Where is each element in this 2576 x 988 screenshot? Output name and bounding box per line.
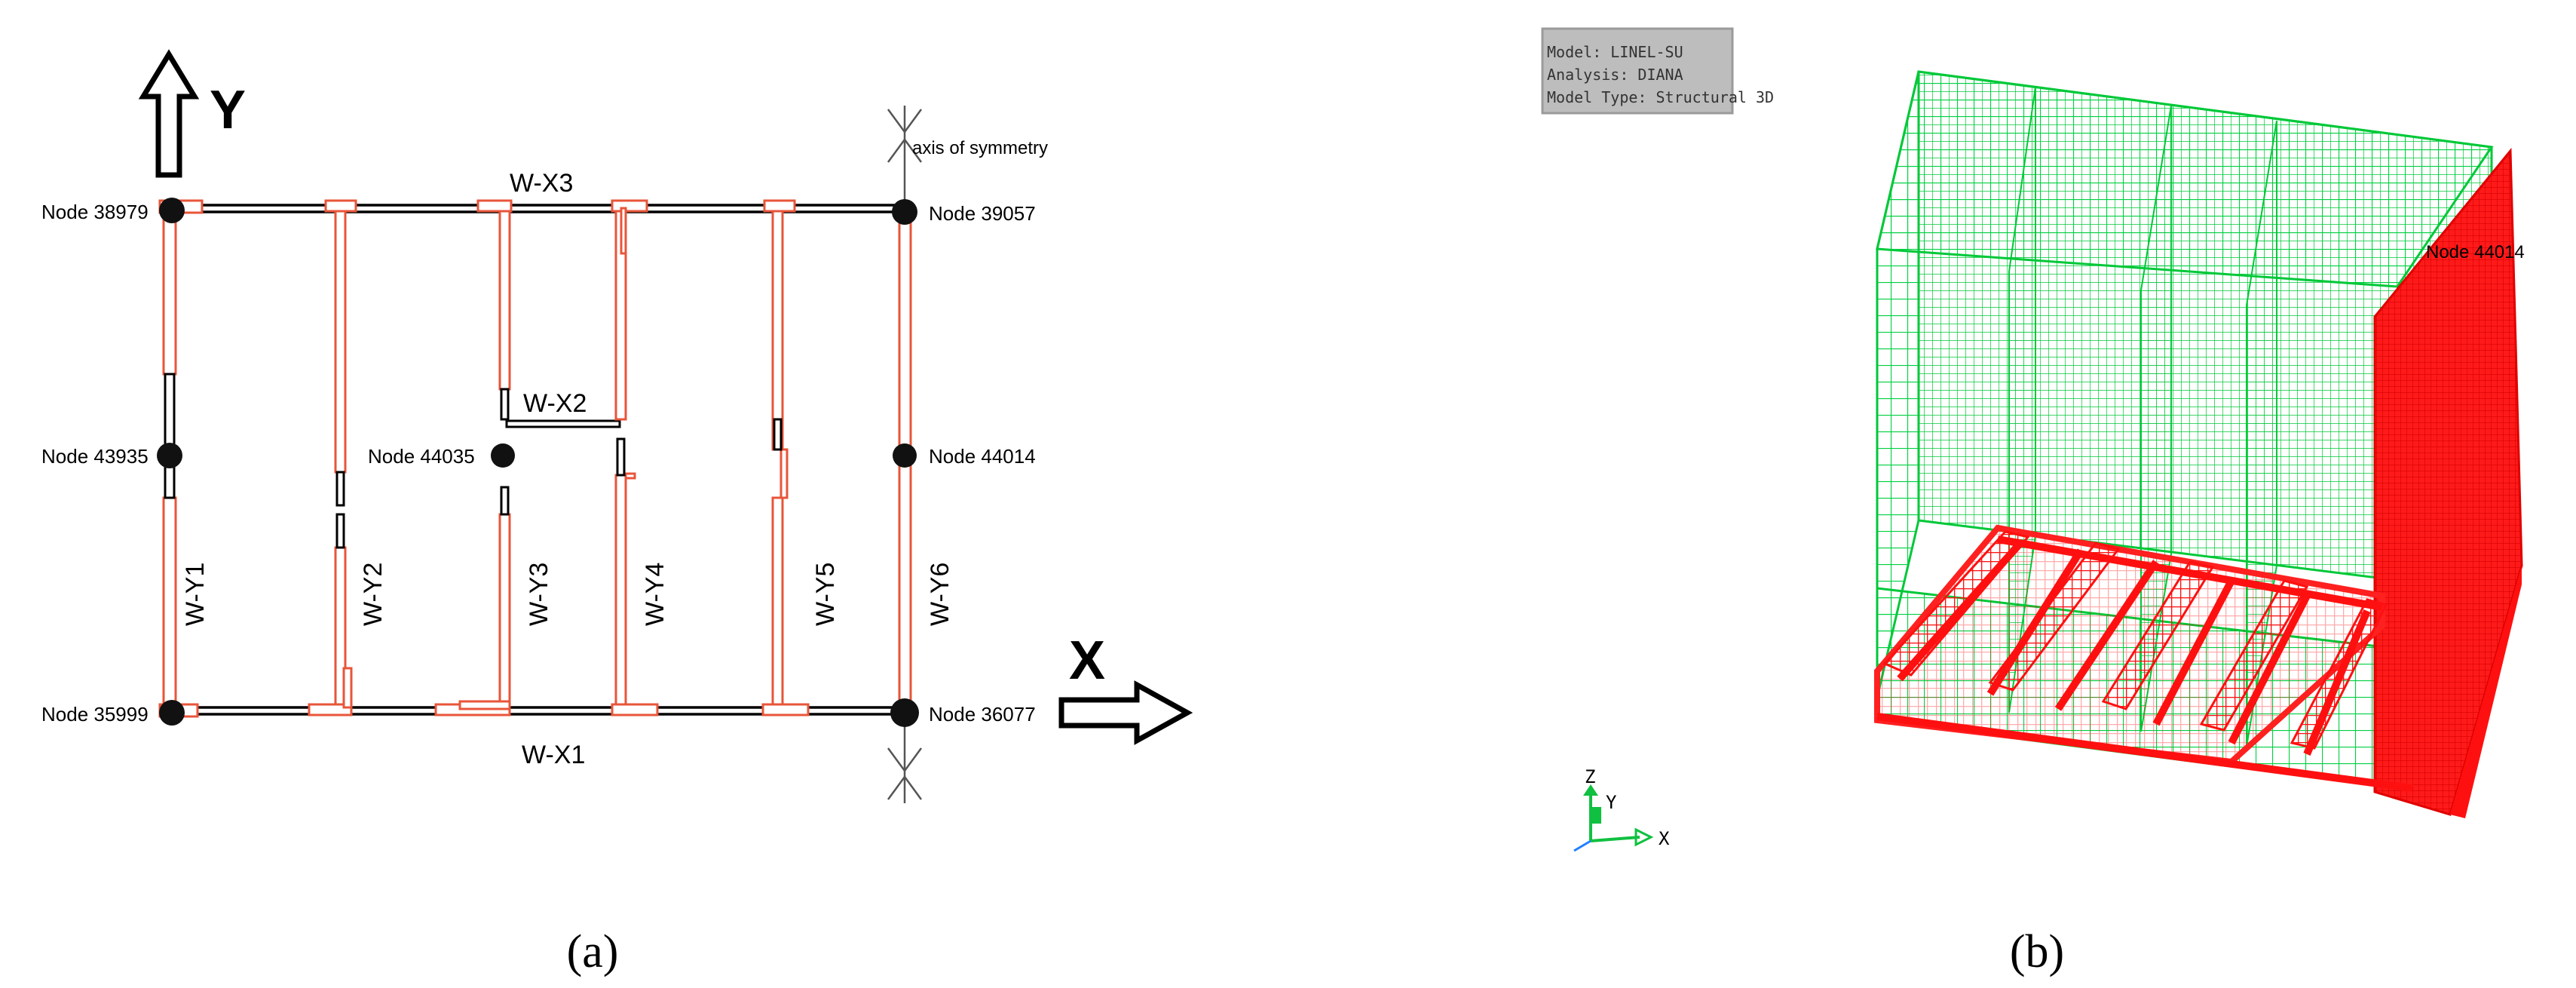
caption-b: (b) — [2010, 926, 2064, 977]
node-36077-label: Node 36077 — [929, 703, 1036, 726]
node-43935-marker — [157, 443, 182, 468]
wall-y6-label: W-Y6 — [926, 563, 954, 626]
triad-z-label: Z — [1585, 766, 1595, 787]
node-44014-model-label: Node 44014 — [2426, 242, 2525, 262]
node-39057-label: Node 39057 — [929, 202, 1036, 225]
node-44035-marker — [491, 443, 515, 468]
node-43935-label: Node 43935 — [41, 445, 149, 468]
wall-x3-label: W-X3 — [510, 169, 573, 198]
node-44014-marker — [893, 443, 917, 468]
wall-y2-label: W-Y2 — [359, 563, 387, 626]
red-mesh-model — [1874, 147, 2523, 818]
node-38979-marker — [159, 198, 185, 223]
wall-y3-label: W-Y3 — [525, 563, 553, 626]
plan-walls — [158, 199, 912, 718]
axis-y-label: Y — [210, 80, 246, 140]
node-44035-label: Node 44035 — [368, 445, 475, 468]
info-model-type: Model Type: Structural 3D — [1547, 88, 1774, 106]
wall-x1-label: W-X1 — [522, 741, 585, 769]
node-44014-label: Node 44014 — [929, 445, 1036, 468]
triad-y-label: Y — [1606, 792, 1617, 813]
node-38979-label: Node 38979 — [41, 201, 149, 223]
x-axis-arrow-icon — [1058, 680, 1193, 745]
info-analysis: Analysis: DIANA — [1547, 66, 1683, 84]
node-36077-marker — [890, 698, 919, 727]
axis-x-label: X — [1069, 631, 1105, 691]
model-info-box: Model: LINEL-SU Analysis: DIANA Model Ty… — [1541, 27, 1774, 115]
fe-model-panel: Model: LINEL-SU Analysis: DIANA Model Ty… — [1541, 27, 2525, 977]
wall-y1-label: W-Y1 — [181, 563, 210, 626]
y-axis-arrow-icon — [138, 49, 200, 178]
wall-y4-label: W-Y4 — [641, 563, 669, 626]
floor-plan-panel: Y X axis of symmetry — [41, 49, 1193, 977]
wall-y5-label: W-Y5 — [811, 563, 840, 626]
caption-a: (a) — [567, 926, 619, 977]
node-35999-marker — [159, 700, 185, 726]
node-35999-label: Node 35999 — [41, 703, 149, 726]
node-39057-marker — [892, 199, 917, 225]
plan-nodes — [157, 198, 919, 727]
wall-x2-label: W-X2 — [523, 389, 587, 418]
triad-x-label: X — [1659, 828, 1670, 849]
info-model: Model: LINEL-SU — [1547, 43, 1683, 61]
coordinate-triad-icon — [1573, 784, 1654, 852]
symmetry-label: axis of symmetry — [912, 138, 1048, 158]
